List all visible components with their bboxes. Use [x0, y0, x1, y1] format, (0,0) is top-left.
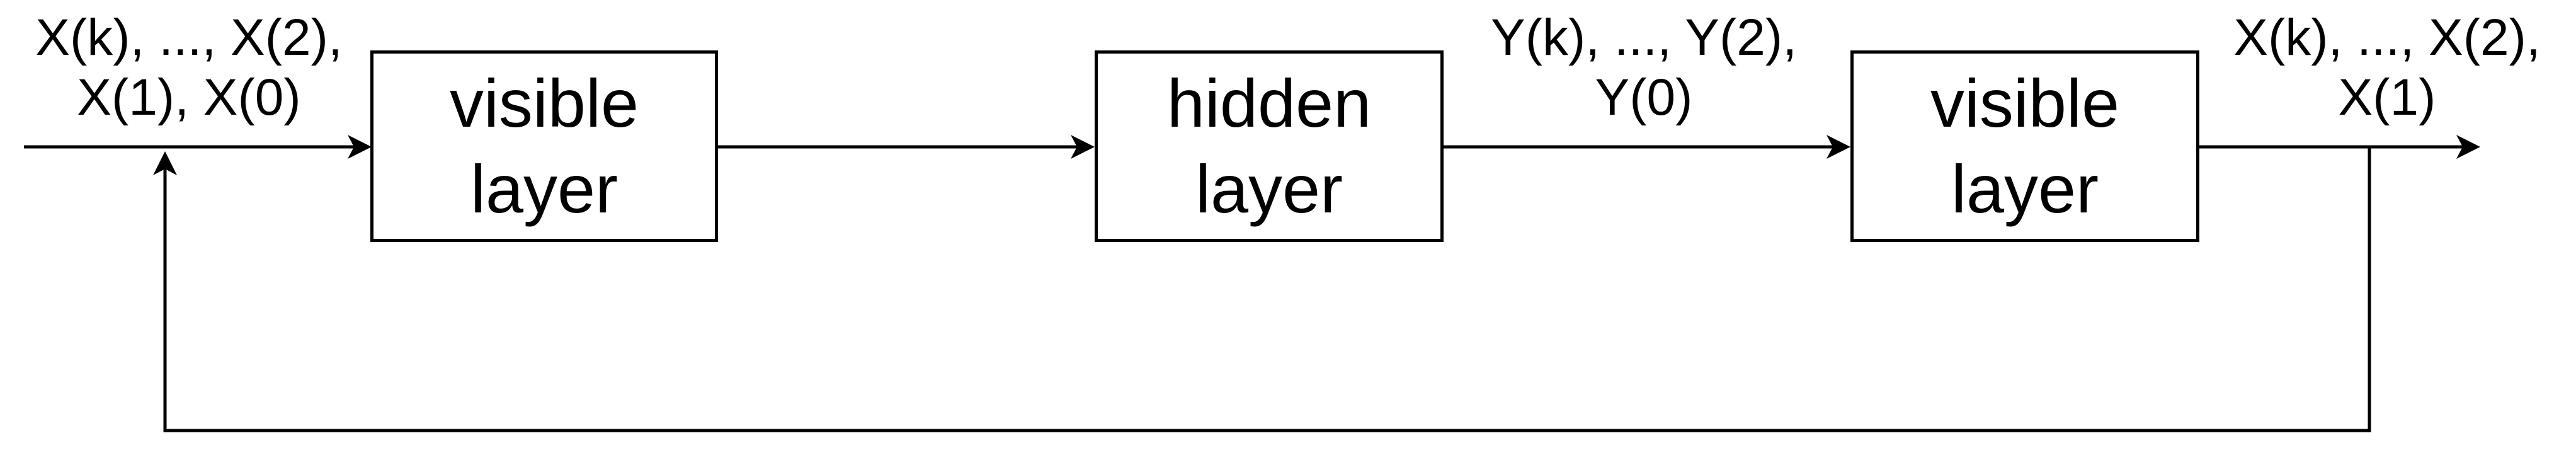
- output-sequence-label: X(k), ..., X(2), X(1): [2211, 8, 2563, 127]
- hidden-output-label: Y(k), ..., Y(2), Y(0): [1468, 8, 1820, 127]
- output-sequence-line1: X(k), ..., X(2),: [2233, 9, 2541, 66]
- visible-layer-2-line2: layer: [1951, 151, 2099, 227]
- output-sequence-line2: X(1): [2338, 69, 2436, 126]
- visible-layer-1-line2: layer: [470, 151, 618, 227]
- hidden-layer-line2: layer: [1195, 151, 1343, 227]
- arrowhead-into-hidden: [1071, 135, 1095, 159]
- visible-layer-box-2: visible layer: [1850, 50, 2199, 242]
- hidden-layer-line1: hidden: [1166, 65, 1372, 141]
- visible-layer-box-1: visible layer: [370, 50, 718, 242]
- feedback-loop-line: [163, 147, 2371, 432]
- arrowhead-into-visible-1: [348, 135, 372, 159]
- arrowhead-into-visible-2: [1827, 135, 1850, 159]
- arrowhead-output: [2456, 135, 2480, 159]
- visible-layer-2-line1: visible: [1930, 65, 2120, 141]
- hidden-output-line1: Y(k), ..., Y(2),: [1491, 9, 1797, 66]
- visible-layer-1-line1: visible: [449, 65, 639, 141]
- hidden-layer-box: hidden layer: [1095, 50, 1444, 242]
- arrowhead-feedback-up: [153, 151, 177, 175]
- input-sequence-label: X(k), ..., X(2), X(1), X(0): [19, 8, 359, 127]
- input-sequence-line1: X(k), ..., X(2),: [35, 9, 343, 66]
- hidden-output-line2: Y(0): [1595, 69, 1693, 126]
- input-sequence-line2: X(1), X(0): [77, 69, 301, 126]
